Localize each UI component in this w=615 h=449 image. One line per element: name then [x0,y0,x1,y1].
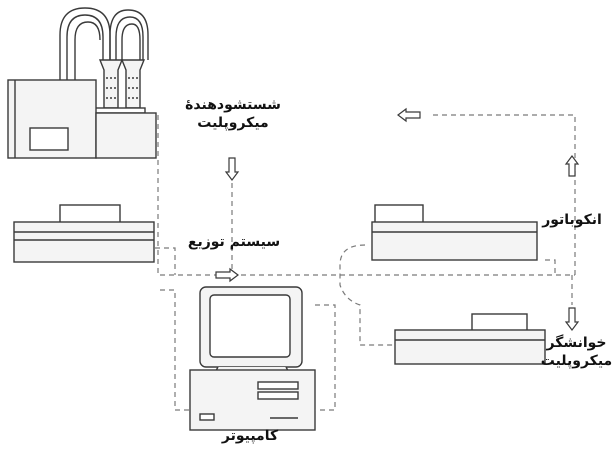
incubator-device [371,204,538,261]
reader-label-line1: خوانشگر [546,335,607,351]
arrow-right-icon [215,267,239,283]
incubator-label-text: انکوباتور [542,212,602,228]
washer-device [7,7,157,159]
computer-label: کامپیوتر [205,427,295,445]
arrow-left-icon [397,107,421,123]
washer-label-line1: شستشودهندۀ [185,97,281,113]
arrow-up-icon [564,155,580,177]
incubator-label: انکوباتور [530,211,614,229]
reader-label-line2: میکروپلیت [540,353,613,369]
dispenser-label: سیستم توزیع [178,233,290,251]
reader-label: خوانشگر میکروپلیت [538,334,615,370]
computer-device [189,286,316,431]
dispenser-device [13,204,155,263]
computer-label-text: کامپیوتر [221,428,279,444]
reader-device [394,313,546,365]
dispenser-label-text: سیستم توزیع [187,234,281,250]
washer-label: شستشودهندۀ میکروپلیت [178,96,288,132]
flow-lines [155,114,576,411]
arrow-down-icon [224,157,240,181]
arrow-down-icon [564,307,580,331]
washer-label-line2: میکروپلیت [197,115,269,131]
